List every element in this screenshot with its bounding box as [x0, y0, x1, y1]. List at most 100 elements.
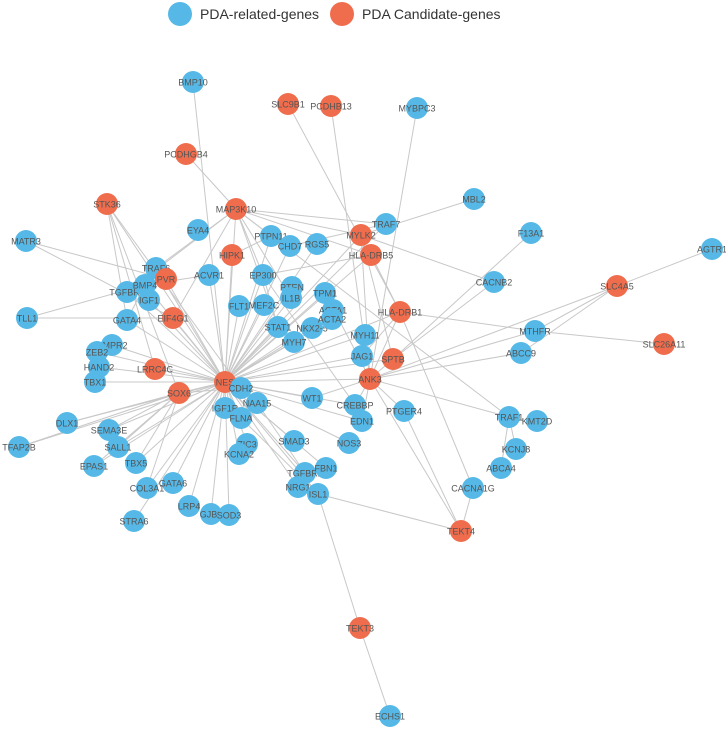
edge-MYH11-NES [224, 334, 366, 383]
edge-MAP3K10-EP300 [235, 208, 264, 276]
node-circle-MYBPC3 [406, 97, 428, 119]
node-MYH11: MYH11 [350, 324, 380, 346]
node-circle-SLC26A11 [653, 333, 675, 355]
legend-swatch-candidate [330, 2, 354, 26]
node-label-TBX1: TBX1 [84, 377, 107, 387]
node-circle-IGF1 [138, 289, 160, 311]
node-label-EP300: EP300 [249, 270, 276, 280]
node-label-ACTA2: ACTA2 [318, 314, 346, 324]
edge-BMPR2-NES [111, 344, 226, 383]
edge-SOX6-DLX1 [66, 392, 180, 424]
edge-HLA-DRB1-MTHFR [399, 311, 536, 332]
edge-FLT1-NES [224, 305, 240, 383]
edge-ANK3-TEKT4 [369, 378, 462, 532]
node-circle-TPM1 [314, 282, 336, 304]
node-circle-MEF2C [253, 294, 275, 316]
edge-NES-COL3A1 [146, 381, 226, 489]
node-F13A1: F13A1 [518, 222, 544, 244]
edge-CHD7-NES [224, 245, 291, 383]
edge-ANK3-TRAF1 [369, 378, 510, 418]
node-circle-PCDHB13 [320, 95, 342, 117]
node-circle-CDH2 [230, 377, 252, 399]
node-label-SALL1: SALL1 [104, 442, 131, 452]
node-label-ACVR1: ACVR1 [194, 270, 224, 280]
node-HIPK1: HIPK1 [219, 244, 245, 266]
node-circle-TRAF7 [375, 213, 397, 235]
node-RGS5: RGS5 [305, 233, 329, 255]
node-GATA6: GATA6 [159, 472, 187, 494]
edge-NES-SEMA3E [108, 381, 226, 431]
node-label-CHD7: CHD7 [278, 241, 303, 251]
node-label-TRAF7: TRAF7 [372, 219, 401, 229]
edge-SOX6-TFAP2B [18, 392, 180, 448]
node-label-SLC9B1: SLC9B1 [271, 99, 305, 109]
node-circle-KCNA2 [228, 443, 250, 465]
node-EIF4G1: EIF4G1 [157, 307, 189, 329]
node-MATR3: MATR3 [11, 230, 41, 252]
node-label-PCDHGB4: PCDHGB4 [164, 149, 208, 159]
node-circle-SOX6 [168, 382, 190, 404]
node-circle-TRAF1 [498, 406, 520, 428]
node-FBN1: FBN1 [314, 457, 338, 479]
node-circle-SOD3 [218, 504, 240, 526]
node-TEKT4: TEKT4 [447, 520, 475, 542]
node-WT1: WT1 [301, 387, 323, 409]
node-GATA4: GATA4 [113, 309, 141, 331]
node-label-ISL1: ISL1 [309, 489, 328, 499]
edge-HLA-DRB1-CACNA1G [399, 311, 474, 489]
node-NAA15: NAA15 [243, 392, 271, 414]
node-label-SOX6: SOX6 [167, 388, 191, 398]
edge-NES-TFAP2B [18, 381, 226, 448]
node-NKX2-5: NKX2-5 [296, 317, 328, 339]
edge-ISL1-TEKT3 [317, 493, 361, 629]
node-label-MTHFR: MTHFR [519, 326, 551, 336]
node-circle-HLA-DRB5 [360, 244, 382, 266]
node-PTPN11: PTPN11 [254, 225, 288, 247]
node-circle-SMAD3 [283, 430, 305, 452]
edge-MYBPC3-ANK3 [369, 107, 418, 380]
node-CACNB2: CACNB2 [476, 271, 512, 293]
edge-SOX6-EPAS1 [93, 392, 180, 467]
node-CDH2: CDH2 [229, 377, 253, 399]
node-circle-SPTB [382, 348, 404, 370]
node-circle-SEMA3E [98, 419, 120, 441]
node-MEF2C: MEF2C [249, 294, 280, 316]
edge-BMP10-NES [192, 81, 226, 383]
edge-MEF2C-NES [224, 304, 265, 383]
node-circle-BMP10 [182, 71, 204, 93]
node-label-TGFBR2: TGFBR2 [287, 468, 323, 478]
node-label-MYH11: MYH11 [350, 330, 379, 340]
legend-label-related: PDA-related-genes [200, 6, 320, 22]
node-ACTA2: ACTA2 [318, 308, 346, 330]
node-IL1B: IL1B [280, 287, 302, 309]
edge-JAG1-NES [224, 355, 363, 383]
node-label-BMP10: BMP10 [178, 77, 208, 87]
node-FLT1: FLT1 [228, 295, 250, 317]
node-circle-ISL1 [307, 483, 329, 505]
node-circle-NOS3 [338, 432, 360, 454]
node-label-FBN1: FBN1 [314, 463, 337, 473]
node-circle-EPAS1 [83, 455, 105, 477]
node-TRAF1: TRAF1 [495, 406, 523, 428]
node-COL3A1: COL3A1 [130, 477, 164, 499]
node-label-SMAD3: SMAD3 [278, 436, 309, 446]
node-ABCA4: ABCA4 [486, 457, 516, 479]
edge-MYLK2-CACNB2 [360, 234, 495, 283]
node-label-LRP4: LRP4 [178, 501, 201, 511]
node-circle-PTPN11 [260, 225, 282, 247]
edge-HIPK1-NES [224, 254, 233, 383]
edge-AGTR1-SLC4A5 [616, 248, 713, 287]
node-label-FLNA: FLNA [229, 413, 252, 423]
node-circle-STAT1 [267, 316, 289, 338]
node-SMAD3: SMAD3 [278, 430, 310, 452]
edge-MAP3K10-EIF4G1 [172, 208, 237, 319]
node-label-SEMA3E: SEMA3E [91, 425, 128, 435]
node-label-BMP4: BMP4 [133, 280, 158, 290]
edge-EP300-NES [224, 274, 264, 383]
node-circle-TEKT4 [450, 520, 472, 542]
node-circle-MYLK2 [350, 224, 372, 246]
node-circle-TGFBR1 [116, 281, 138, 303]
node-NRG1: NRG1 [285, 476, 311, 498]
node-circle-FLNA [230, 407, 252, 429]
